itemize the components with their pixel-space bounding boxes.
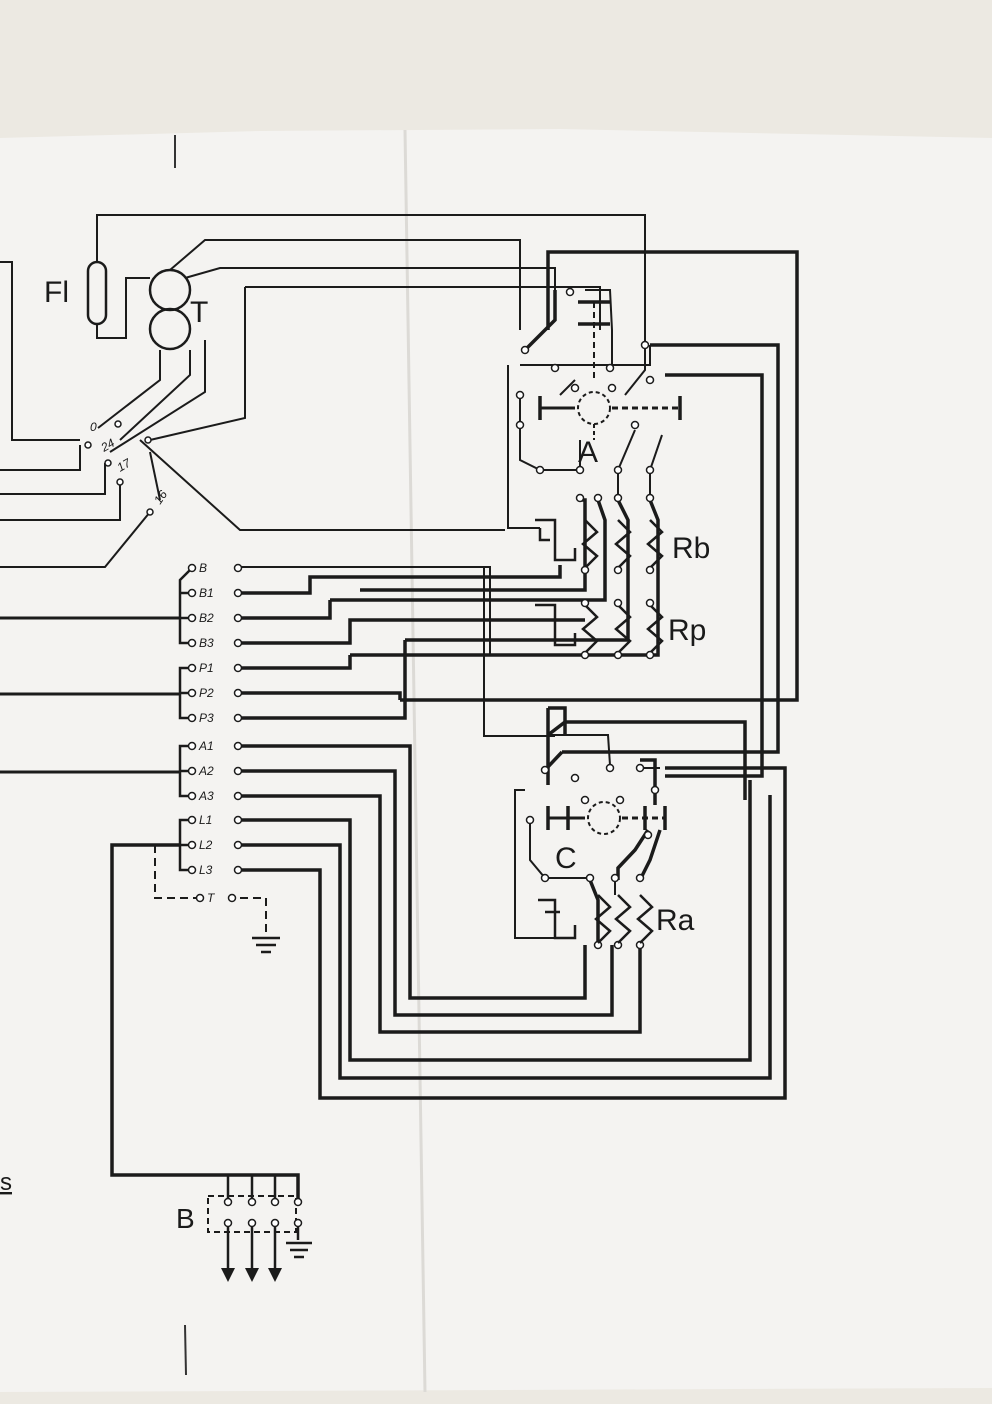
- terminal-screw: [227, 893, 237, 903]
- terminal-label: B3: [199, 636, 214, 650]
- selector-a: [538, 300, 682, 440]
- battery-arrows: [221, 1268, 282, 1282]
- terminal-label: P1: [199, 661, 214, 675]
- terminal-label: T: [207, 891, 216, 905]
- relay-rb-coils: [581, 519, 664, 569]
- terminal-field-wires: [110, 565, 787, 1200]
- battery-contacts: [223, 1197, 303, 1228]
- terminal-label: A3: [198, 789, 214, 803]
- terminal-l3: L3: [187, 863, 243, 877]
- tap-contacts: [84, 420, 154, 516]
- relay-ra-coils: [594, 894, 654, 944]
- terminal-l1: L1: [187, 813, 243, 827]
- earth-wires: [154, 845, 267, 935]
- transformer-wires: [97, 239, 601, 531]
- terminal-screw: [233, 840, 243, 850]
- relay-rp-coils: [581, 604, 664, 654]
- label-selector-a: A: [578, 436, 598, 469]
- terminal-screw: [233, 563, 243, 573]
- tap-number: 24: [98, 436, 118, 455]
- terminal-p3: P3: [187, 711, 243, 725]
- terminal-screw: [187, 741, 197, 751]
- terminal-a2: A2: [187, 764, 243, 778]
- terminal-screw: [233, 588, 243, 598]
- terminal-screw: [187, 815, 197, 825]
- terminal-screw: [187, 840, 197, 850]
- terminal-screw: [233, 638, 243, 648]
- terminal-screw: [187, 865, 197, 875]
- label-battery: B: [176, 1203, 195, 1234]
- switch-a-contacts: [515, 287, 655, 503]
- switch-c-contacts: [525, 763, 660, 950]
- terminal-label: B2: [199, 611, 214, 625]
- terminal-t: T: [195, 891, 237, 905]
- label-relay-rp: Rp: [668, 614, 706, 647]
- terminal-label: P2: [199, 686, 214, 700]
- terminal-screw: [187, 766, 197, 776]
- terminal-label: A2: [198, 764, 214, 778]
- relay-ra-armature: [538, 898, 577, 940]
- tap-number: 0: [90, 420, 97, 434]
- terminal-label: P3: [199, 711, 214, 725]
- label-relay-rb: Rb: [672, 532, 710, 565]
- terminal-screw: [233, 815, 243, 825]
- terminal-label: L2: [199, 838, 213, 852]
- terminal-screw: [233, 688, 243, 698]
- label-transformer: T: [190, 296, 208, 329]
- terminal-screw: [233, 766, 243, 776]
- relay-contacts: [580, 565, 655, 660]
- terminal-label: A1: [198, 739, 214, 753]
- terminal-screw: [233, 613, 243, 623]
- terminal-b3: B3: [187, 636, 243, 650]
- terminal-a1: A1: [187, 739, 243, 753]
- terminal-screw: [233, 865, 243, 875]
- paper-fold: [403, 129, 427, 1393]
- terminal-screw: [187, 688, 197, 698]
- terminal-screw: [195, 893, 205, 903]
- terminal-label: L3: [199, 863, 213, 877]
- terminal-a3: A3: [187, 789, 243, 803]
- terminal-screw: [233, 741, 243, 751]
- terminal-screw: [233, 791, 243, 801]
- terminal-screw: [187, 588, 197, 598]
- terminal-screw: [233, 663, 243, 673]
- label-selector-c: C: [555, 842, 577, 875]
- terminal-screw: [187, 563, 197, 573]
- battery-block: [207, 1173, 300, 1270]
- terminal-screw: [187, 791, 197, 801]
- fuse-fl: [86, 214, 646, 345]
- terminal-screw: [187, 638, 197, 648]
- terminal-b: B: [187, 561, 243, 575]
- label-relay-ra: Ra: [656, 904, 695, 937]
- terminal-p1: P1: [187, 661, 243, 675]
- terminal-screw: [187, 663, 197, 673]
- selector-c: [546, 801, 667, 835]
- terminal-label: B: [199, 561, 207, 575]
- left-feed-wires: [0, 261, 151, 568]
- left-terminal-wires: [0, 616, 180, 774]
- terminal-screw: [233, 713, 243, 723]
- terminal-screw: [187, 613, 197, 623]
- terminal-label: B1: [199, 586, 214, 600]
- battery-earth: [286, 1241, 312, 1259]
- paper-sheet: [0, 129, 992, 1392]
- terminal-b2: B2: [187, 611, 243, 625]
- earth-symbol: [252, 936, 280, 954]
- terminal-b1: B1: [187, 586, 243, 600]
- terminal-label: L1: [199, 813, 212, 827]
- terminal-screw: [187, 713, 197, 723]
- terminal-p2: P2: [187, 686, 243, 700]
- relay-link-wires: [240, 566, 560, 737]
- label-edge-letter: s: [0, 1169, 12, 1196]
- label-fl: Fl: [44, 276, 69, 309]
- bottom-tick: [184, 1324, 187, 1376]
- terminal-l2: L2: [187, 838, 243, 852]
- terminal-bridges: [178, 567, 193, 872]
